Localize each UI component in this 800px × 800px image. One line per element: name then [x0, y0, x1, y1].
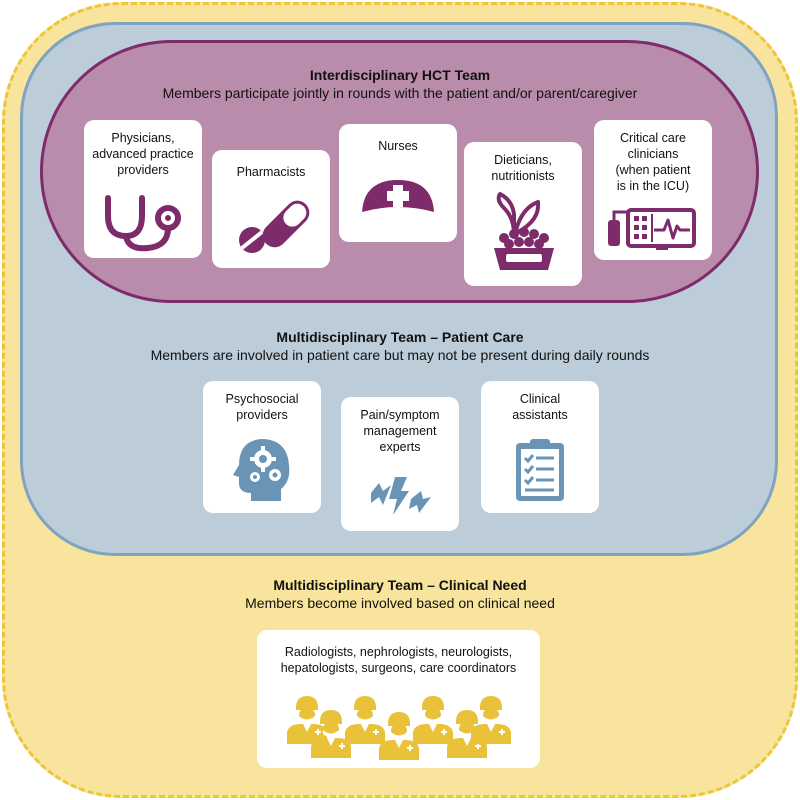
- monitor-icon: [608, 208, 696, 250]
- card-specialists: Radiologists, nephrologists, neurologist…: [257, 630, 540, 768]
- doctors-group-icon: [287, 696, 511, 760]
- head-gears-icon: [233, 439, 290, 501]
- card-label: Nurses: [378, 139, 418, 153]
- nurse-cap-icon: [362, 180, 434, 212]
- card-dieticians: Dieticians,nutritionists: [464, 142, 582, 286]
- clinical-need-subtitle: Members become involved based on clinica…: [245, 595, 555, 611]
- card-label: Pharmacists: [236, 165, 306, 179]
- card-pharmacists: Pharmacists: [212, 150, 330, 268]
- interdisciplinary-title: Interdisciplinary HCT Team: [309, 67, 491, 83]
- patient-care-subtitle: Members are involved in patient care but…: [150, 347, 650, 363]
- interdisciplinary-subtitle: Members participate jointly in rounds wi…: [162, 85, 638, 101]
- pain-bolts-icon: [371, 477, 431, 515]
- card-label: Dieticians,nutritionists: [491, 153, 555, 183]
- food-bowl-icon: [494, 192, 554, 270]
- stethoscope-icon: [105, 195, 181, 252]
- pills-icon: [239, 200, 310, 253]
- patient-care-title: Multidisciplinary Team – Patient Care: [276, 329, 524, 345]
- card-label: Radiologists, nephrologists, neurologist…: [280, 645, 517, 675]
- card-nurses: Nurses: [339, 124, 457, 242]
- clipboard-icon: [516, 439, 564, 501]
- clinical-need-title: Multidisciplinary Team – Clinical Need: [273, 577, 527, 593]
